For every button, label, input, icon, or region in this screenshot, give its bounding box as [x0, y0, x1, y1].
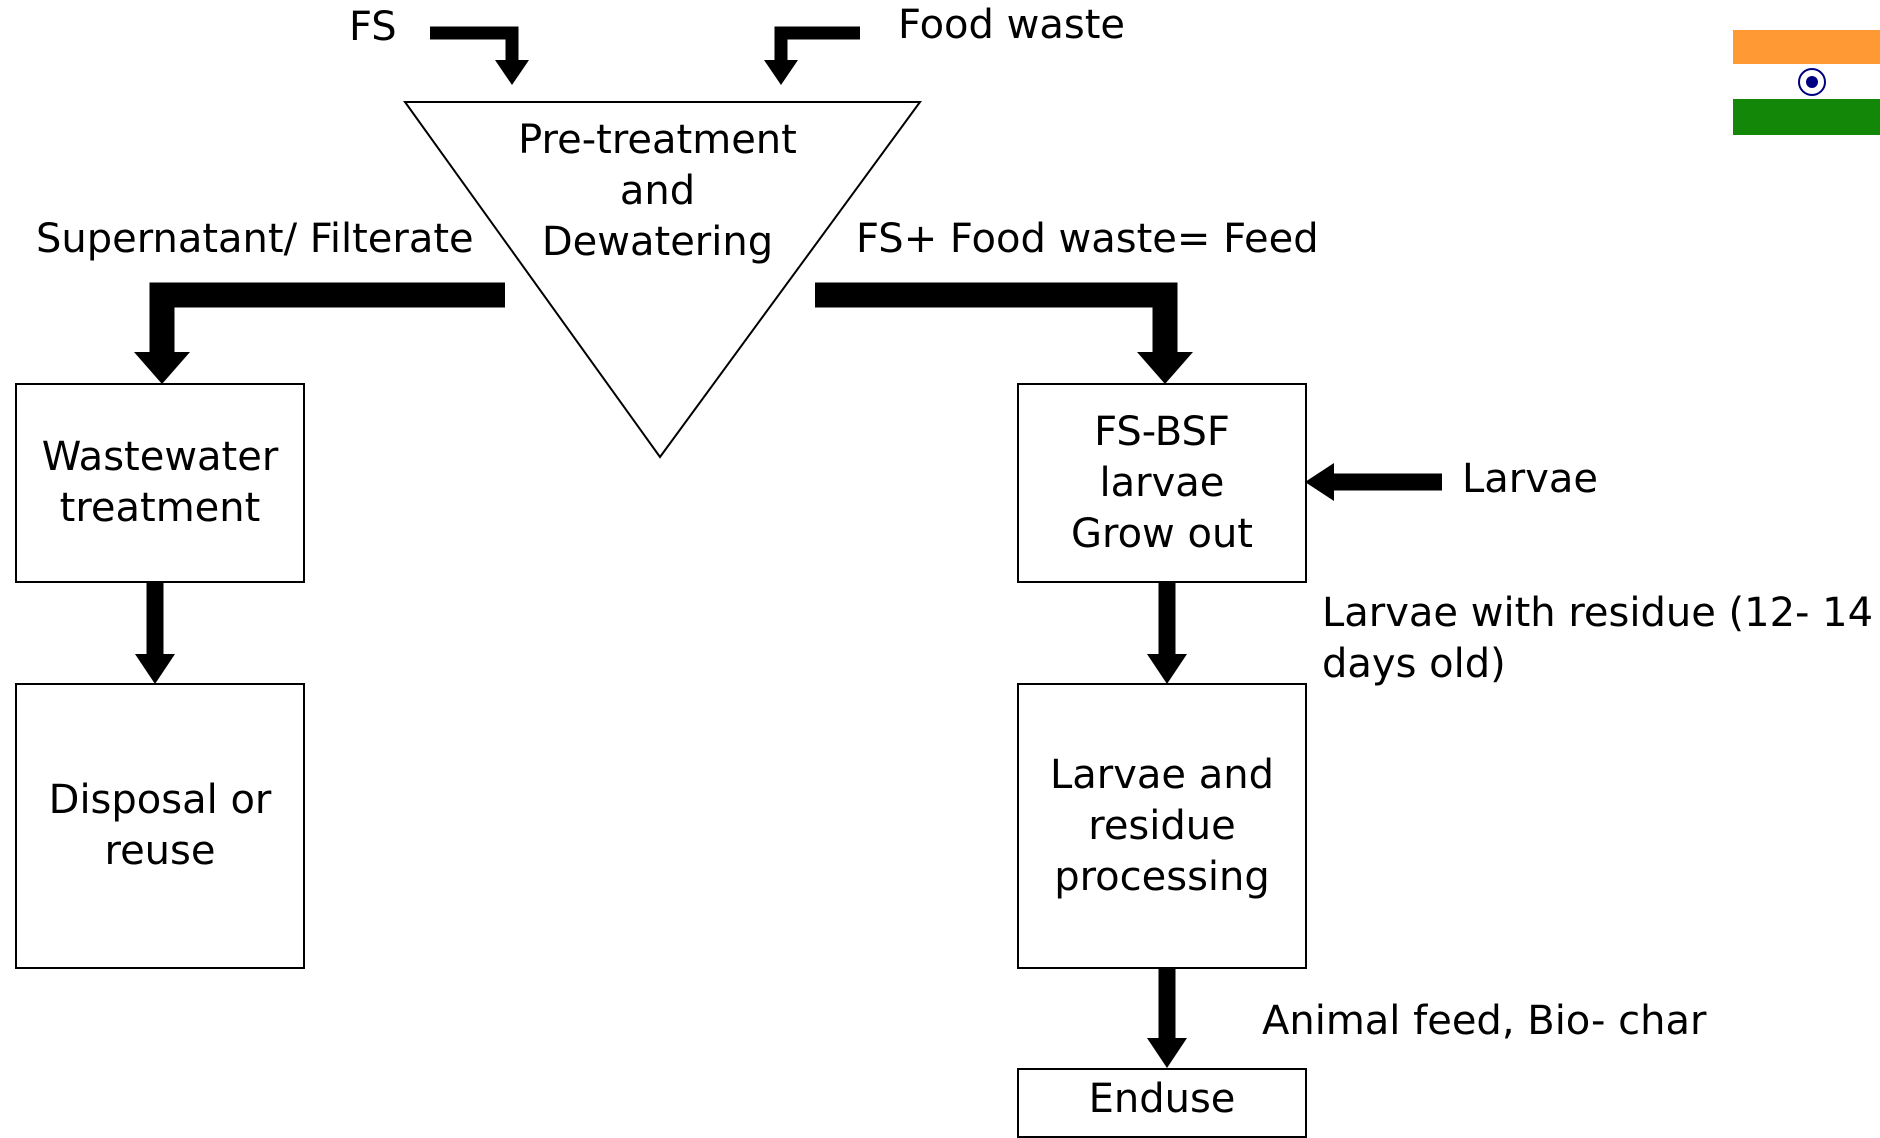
- processing-line-3: processing: [1054, 853, 1270, 900]
- growout-text: FS-BSF larvae Grow out: [1071, 407, 1253, 560]
- food-waste-input-arrow: [764, 26, 860, 85]
- wastewater-treatment-text: Wastewater treatment: [42, 432, 279, 534]
- india-flag-icon: [1733, 30, 1880, 135]
- growout-to-processing-arrow: [1147, 582, 1187, 684]
- processing-text: Larvae and residue processing: [1050, 750, 1274, 903]
- enduse-text: Enduse: [1089, 1074, 1236, 1125]
- wastewater-treatment-box: Wastewater treatment: [15, 383, 305, 583]
- growout-line-1: FS-BSF: [1094, 408, 1230, 455]
- processing-to-enduse-arrow: [1147, 968, 1187, 1068]
- food-waste-label: Food waste: [898, 2, 1125, 48]
- fs-input-arrow: [430, 26, 529, 85]
- processing-box: Larvae and residue processing: [1017, 683, 1307, 969]
- disposal-line-1: Disposal or: [48, 777, 272, 823]
- products-label: Animal feed, Bio- char: [1262, 998, 1707, 1044]
- growout-line-2: larvae: [1099, 459, 1225, 506]
- pretreatment-line-3: Dewatering: [541, 219, 774, 265]
- supernatant-label: Supernatant/ Filterate: [36, 216, 474, 262]
- supernatant-arrow: [134, 282, 505, 384]
- feed-arrow: [815, 282, 1193, 384]
- disposal-text: Disposal or reuse: [49, 775, 272, 877]
- growout-box: FS-BSF larvae Grow out: [1017, 383, 1307, 583]
- pretreatment-line-2: and: [619, 168, 696, 214]
- disposal-box: Disposal or reuse: [15, 683, 305, 969]
- pretreatment-triangle: [403, 101, 922, 459]
- enduse-line-1: Enduse: [1088, 1076, 1236, 1122]
- processing-line-1: Larvae and: [1049, 751, 1274, 798]
- larvae-input-arrow: [1305, 463, 1442, 501]
- larvae-residue-label-line-1: Larvae with residue (12- 14: [1322, 590, 1874, 636]
- growout-line-3: Grow out: [1071, 510, 1253, 557]
- enduse-box: Enduse: [1017, 1068, 1307, 1138]
- wastewater-line-2: treatment: [59, 485, 261, 531]
- wastewater-to-disposal-arrow: [135, 582, 175, 684]
- larvae-residue-label-line-2: days old): [1322, 641, 1506, 687]
- fs-label: FS: [349, 4, 397, 50]
- pretreatment-label: Pre-treatment and Dewatering: [490, 115, 825, 268]
- wastewater-line-1: Wastewater: [41, 434, 279, 480]
- larvae-input-label: Larvae: [1462, 456, 1599, 502]
- pretreatment-line-1: Pre-treatment: [518, 117, 797, 163]
- disposal-line-2: reuse: [104, 828, 216, 874]
- feed-label: FS+ Food waste= Feed: [856, 216, 1319, 262]
- processing-line-2: residue: [1088, 802, 1236, 849]
